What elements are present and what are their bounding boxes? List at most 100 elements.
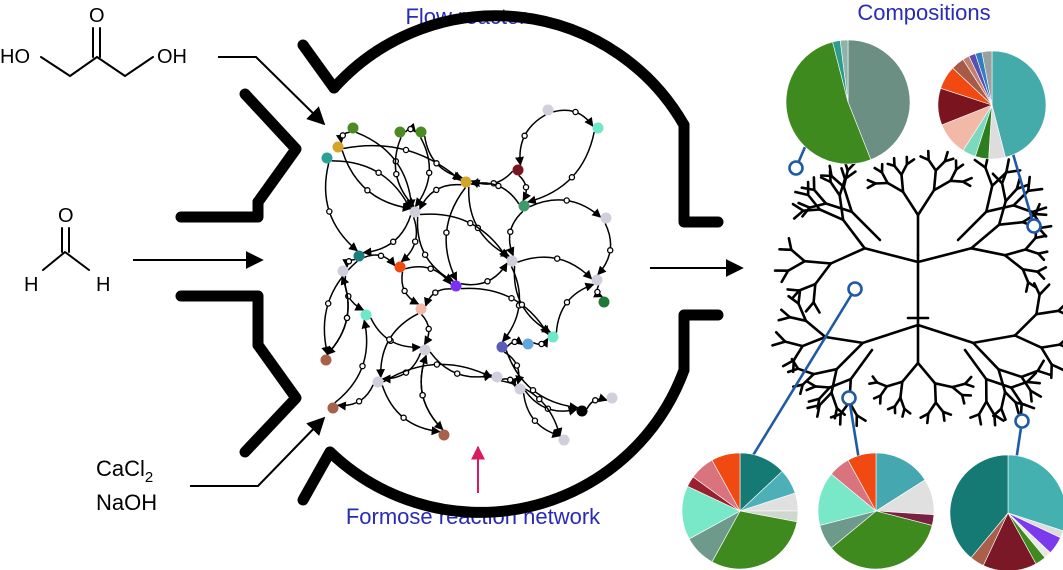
molecule-node [394,126,406,138]
dendrogram-branch [984,377,1013,389]
dendrogram-branch [985,184,994,213]
reaction-hub [324,300,332,307]
dendrogram-branch [970,247,1007,257]
network-edge [460,287,549,336]
dendrogram-branch [786,288,801,292]
dendrogram-branch [778,248,793,252]
dendrogram-branch [951,385,964,397]
reaction-hub [443,229,450,236]
molecule-node [419,344,431,356]
dendrogram-branch [1058,339,1063,346]
dendrogram-branch [933,382,938,404]
svg-text:CaCl2: CaCl2 [96,456,153,486]
dendrogram-branch [829,247,866,265]
network-edge [460,262,508,286]
molecule-node [409,206,421,218]
dendrogram-branch [1024,248,1040,255]
molecule-node [372,376,384,388]
dendrogram-branch [899,396,906,411]
dendrogram-branch [963,382,975,388]
dendrogram-branch [984,166,994,188]
dendrogram-branch [934,160,947,172]
dendrogram-branch [794,190,810,197]
dendrogram-branch [819,176,832,184]
reaction-hub [521,132,528,140]
dendrogram-branch [861,323,920,345]
reaction-hub [572,108,579,116]
dendrogram-branch [997,220,1024,226]
dendrogram-branch [1025,380,1041,385]
dendrogram-branch [997,368,1007,394]
dendrogram-branch [801,372,815,386]
dendrogram-branch [830,367,838,394]
reaction-hub [508,294,515,302]
network-edge [526,131,595,205]
pie-slice-bottom-middle-0 [875,452,926,512]
dendrogram-branch [1021,268,1030,284]
reaction-hub [427,265,434,272]
pie-slice-bottom-left-9 [711,452,741,512]
composition-pie-top-left [785,39,911,165]
dendrogram-branch [804,301,815,313]
molecule-node [542,104,554,116]
molecule-node [496,341,508,353]
reaction-hub [594,288,601,296]
dendrogram-branch [777,315,792,322]
dendrogram-branch [1035,309,1060,316]
dendrogram-branch [814,385,831,389]
dendrogram-branch [916,247,973,264]
dendrogram-branch [932,169,938,192]
dendrogram-branch [771,340,787,347]
pie-slice-bottom-left-4 [711,510,798,570]
dendrogram-branch [783,340,804,348]
network-edge [324,163,358,252]
reaction-hub [400,414,407,421]
dendrogram-branch [812,301,821,314]
reaction-hub [433,361,441,368]
pie-slice-top-right-11 [981,50,993,106]
molecule-node [394,261,406,273]
network-edge [341,150,412,212]
dendrogram-branch [1003,248,1027,257]
pie-slice-bottom-right-5 [982,512,1037,570]
dendrogram-branch [818,386,831,401]
dendrogram-branch [792,344,804,362]
dendrogram-branch [1037,252,1046,262]
dihydroxyacetone-structure: HO OH O [0,5,187,78]
reaction-hub [553,255,561,262]
molecule-node [347,122,359,134]
reaction-hub [495,182,502,190]
dendrogram-branch [949,168,958,183]
reaction-network-nodes [320,104,618,446]
dendrogram-branch [808,202,828,209]
formaldehyde-structure: O H H [24,205,110,296]
molecule-node [415,303,427,315]
reaction-hub [536,395,543,403]
dendrogram-branch [900,173,905,194]
dendrogram-branch [829,180,841,197]
dendrogram-branch [1026,187,1044,193]
dendrogram-branch [855,414,867,422]
pie-slice-bottom-middle-5 [817,473,877,526]
dendrogram-branch [977,400,988,416]
network-edge [381,352,422,384]
dendrogram-branch [835,341,865,371]
dendrogram-branch [985,204,1015,213]
dendrogram-branch [791,202,805,212]
reaction-hub [419,391,426,399]
reaction-hub [326,208,333,215]
dendrogram-branch [901,361,920,384]
dendrogram-branch [1050,363,1063,372]
reaction-hub [563,299,571,306]
dendrogram-branch [1057,304,1063,313]
dendrogram-branch [800,186,816,192]
dendrogram-branch [788,315,808,323]
dha-left-oh: HO [0,46,30,68]
network-edge [468,186,510,257]
dendrogram-branch [797,282,817,292]
dendrogram-branch [874,181,889,185]
reaction-hub [343,314,351,322]
dendrogram-branch [963,348,988,381]
molecule-node [332,141,344,153]
reaction-hub [606,247,614,254]
